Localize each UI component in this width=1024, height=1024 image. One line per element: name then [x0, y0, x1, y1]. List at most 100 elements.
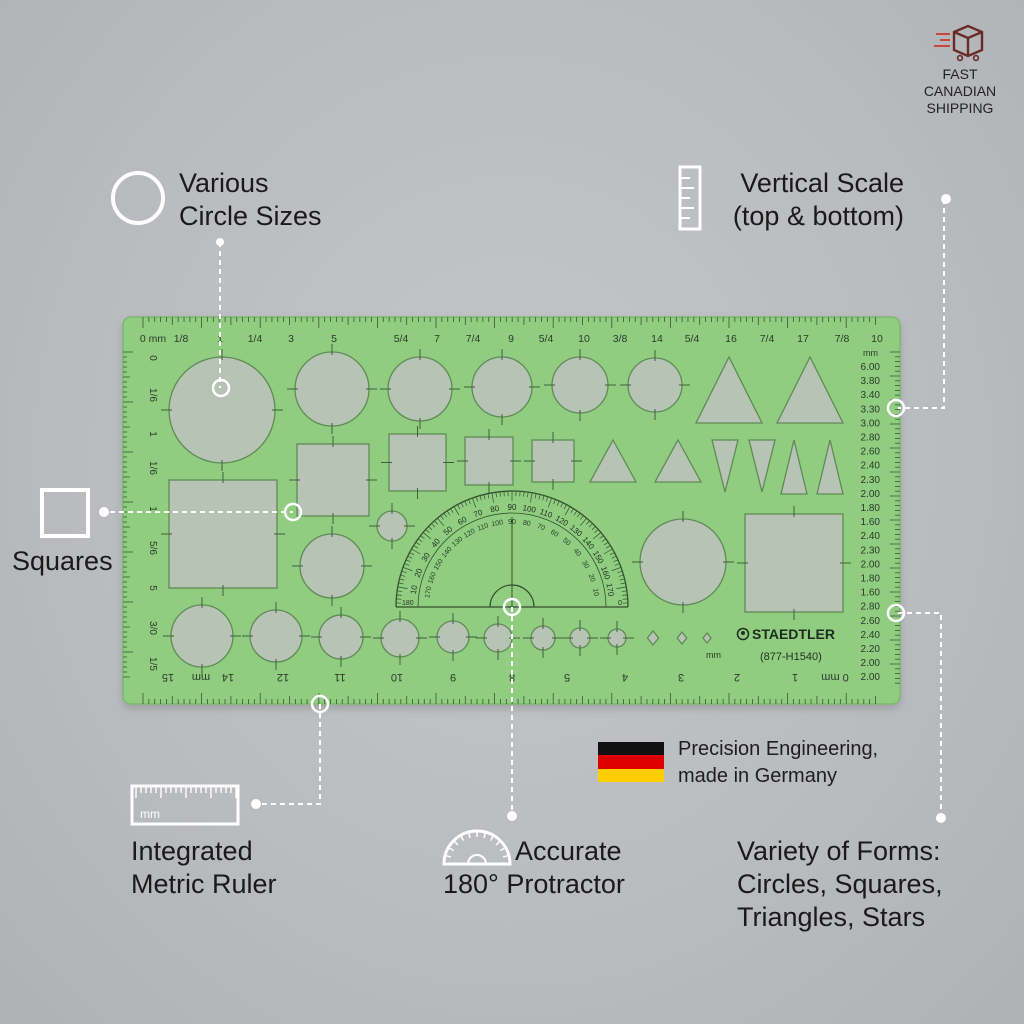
protractor-outer-label: 70 [472, 508, 484, 520]
protractor-end-label: 180 [402, 600, 414, 607]
right-scale-header: mm [863, 348, 878, 358]
square-cutout [168, 479, 278, 589]
shipping-badge: FAST CANADIAN SHIPPING [912, 22, 1008, 117]
top-scale-label: 7 [434, 333, 440, 345]
callout-circles-line-2: Circle Sizes [179, 201, 322, 231]
brand-name: STAEDTLER [752, 626, 835, 642]
right-scale-label: 2.30 [861, 475, 881, 486]
protractor-inner-label: 20 [587, 573, 596, 583]
top-scale-label: 5/4 [685, 333, 700, 345]
protractor-inner-label: 100 [491, 519, 504, 528]
callout-metric-ruler-line-1: Integrated [131, 836, 253, 866]
right-scale-label: 1.80 [861, 503, 881, 514]
protractor-end-label: 0 [618, 600, 622, 607]
triangle-cutout [748, 439, 776, 493]
circle-cutout [436, 620, 470, 654]
protractor-inner-label: 170 [424, 586, 433, 599]
top-scale-label: 5/4 [394, 333, 409, 345]
triangle-cutout [816, 439, 844, 495]
protractor-inner-label: 160 [427, 571, 438, 584]
bottom-scale-label: 14 [222, 671, 234, 683]
badge-line-1: FAST [942, 66, 978, 82]
protractor-outer-label: 20 [413, 567, 425, 579]
protractor-center-arc [489, 584, 535, 608]
protractor-inner-label: 10 [591, 588, 599, 597]
bottom-scale-label: 5 [564, 671, 570, 683]
badge-line-2: CANADIAN [923, 83, 997, 99]
top-scale-label: 3 [288, 333, 294, 345]
right-scale-label: 2.00 [861, 658, 881, 669]
callout-circles: Various Circle Sizes [179, 167, 322, 233]
leader-endpoints [211, 378, 906, 714]
circle-cutout [299, 533, 365, 599]
protractor-icon [442, 829, 512, 866]
bottom-scale-label: 8 [509, 671, 515, 683]
circle-cutout [530, 625, 556, 651]
bottom-scale-label: 10 [391, 671, 403, 683]
protractor-outer-label: 100 [522, 503, 537, 514]
callout-metric-ruler-line-2: Metric Ruler [131, 869, 277, 899]
callout-metric-ruler: Integrated Metric Ruler [131, 835, 277, 901]
protractor-outer-label: 110 [538, 507, 554, 520]
bottom-scale-label: 11 [334, 671, 345, 683]
circle-cutout [387, 356, 453, 422]
circle-cutout [294, 351, 370, 427]
bottom-scale-label: 9 [450, 671, 456, 683]
square-cutout [296, 443, 370, 517]
left-scale-label: 5 [147, 585, 158, 591]
callout-circles-line-1: Various [179, 168, 269, 198]
bottom-scale-label: 2 [734, 671, 740, 683]
right-scale-label: 2.20 [861, 644, 881, 655]
germany-text: Precision Engineering, made in Germany [678, 736, 878, 790]
top-scale-label: 5/4 [539, 333, 554, 345]
top-scale-label: 17 [797, 333, 809, 345]
square-cutout [464, 436, 514, 486]
callout-protractor-line-1: Accurate [515, 836, 622, 866]
right-scale-label: 3.80 [861, 376, 881, 387]
leader-dots [99, 194, 951, 823]
protractor-inner-label: 110 [477, 522, 490, 532]
star-cutout [702, 631, 712, 645]
delivery-box-icon [934, 24, 984, 62]
right-scale-label: 6.00 [861, 362, 881, 373]
top-scale-label: 1/4 [248, 333, 263, 345]
right-scale-label: 2.60 [861, 447, 881, 458]
left-scale-label: 1/6 [147, 461, 158, 475]
top-scale-label: 1 [217, 333, 223, 345]
left-scale-label: 1 [147, 506, 158, 512]
model-number: (877-H1540) [760, 651, 822, 663]
right-scale-label: 2.60 [861, 616, 881, 627]
bottom-scale-label: 3 [678, 671, 684, 683]
protractor-inner-label: 50 [561, 537, 572, 547]
top-scale-label: 16 [725, 333, 737, 345]
callout-vertical-scale-line-2: (top & bottom) [732, 201, 904, 231]
square-cutout [531, 439, 575, 483]
protractor-inner-label: 150 [433, 558, 445, 572]
bottom-scale-label: 0 mm [821, 671, 849, 683]
callout-squares-line-1: Squares [12, 546, 113, 576]
callout-protractor-line-2: 180° Protractor [443, 869, 625, 899]
staedtler-logo: STAEDTLER [736, 626, 835, 642]
square-outline-icon [40, 488, 90, 538]
top-scale-label: 10 [871, 333, 883, 345]
callout-forms: Variety of Forms: Circles, Squares, Tria… [737, 835, 943, 934]
left-scale-label: 1/5 [147, 657, 158, 671]
template-mm-label: mm [706, 650, 721, 660]
callout-forms-line-3: Triangles, Stars [737, 902, 926, 932]
left-scale-label: 1 [147, 431, 158, 437]
flag-stripe-gold [598, 768, 664, 783]
protractor-outer-label: 170 [604, 582, 615, 597]
flag-stripe-red [598, 755, 664, 769]
circle-cutout [170, 604, 234, 668]
right-scale-label: 2.40 [861, 531, 881, 542]
right-scale-label: 1.80 [861, 574, 881, 585]
top-scale-label: 7/4 [466, 333, 481, 345]
bottom-scale-label: 12 [277, 671, 289, 683]
circle-cutout [376, 510, 408, 542]
triangle-cutout [694, 355, 764, 424]
top-scale-label: 14 [651, 333, 663, 345]
triangle-cutout [711, 439, 739, 493]
protractor-inner-label: 120 [463, 528, 477, 540]
callout-forms-line-2: Circles, Squares, [737, 869, 943, 899]
right-scale-label: 2.00 [861, 559, 881, 570]
